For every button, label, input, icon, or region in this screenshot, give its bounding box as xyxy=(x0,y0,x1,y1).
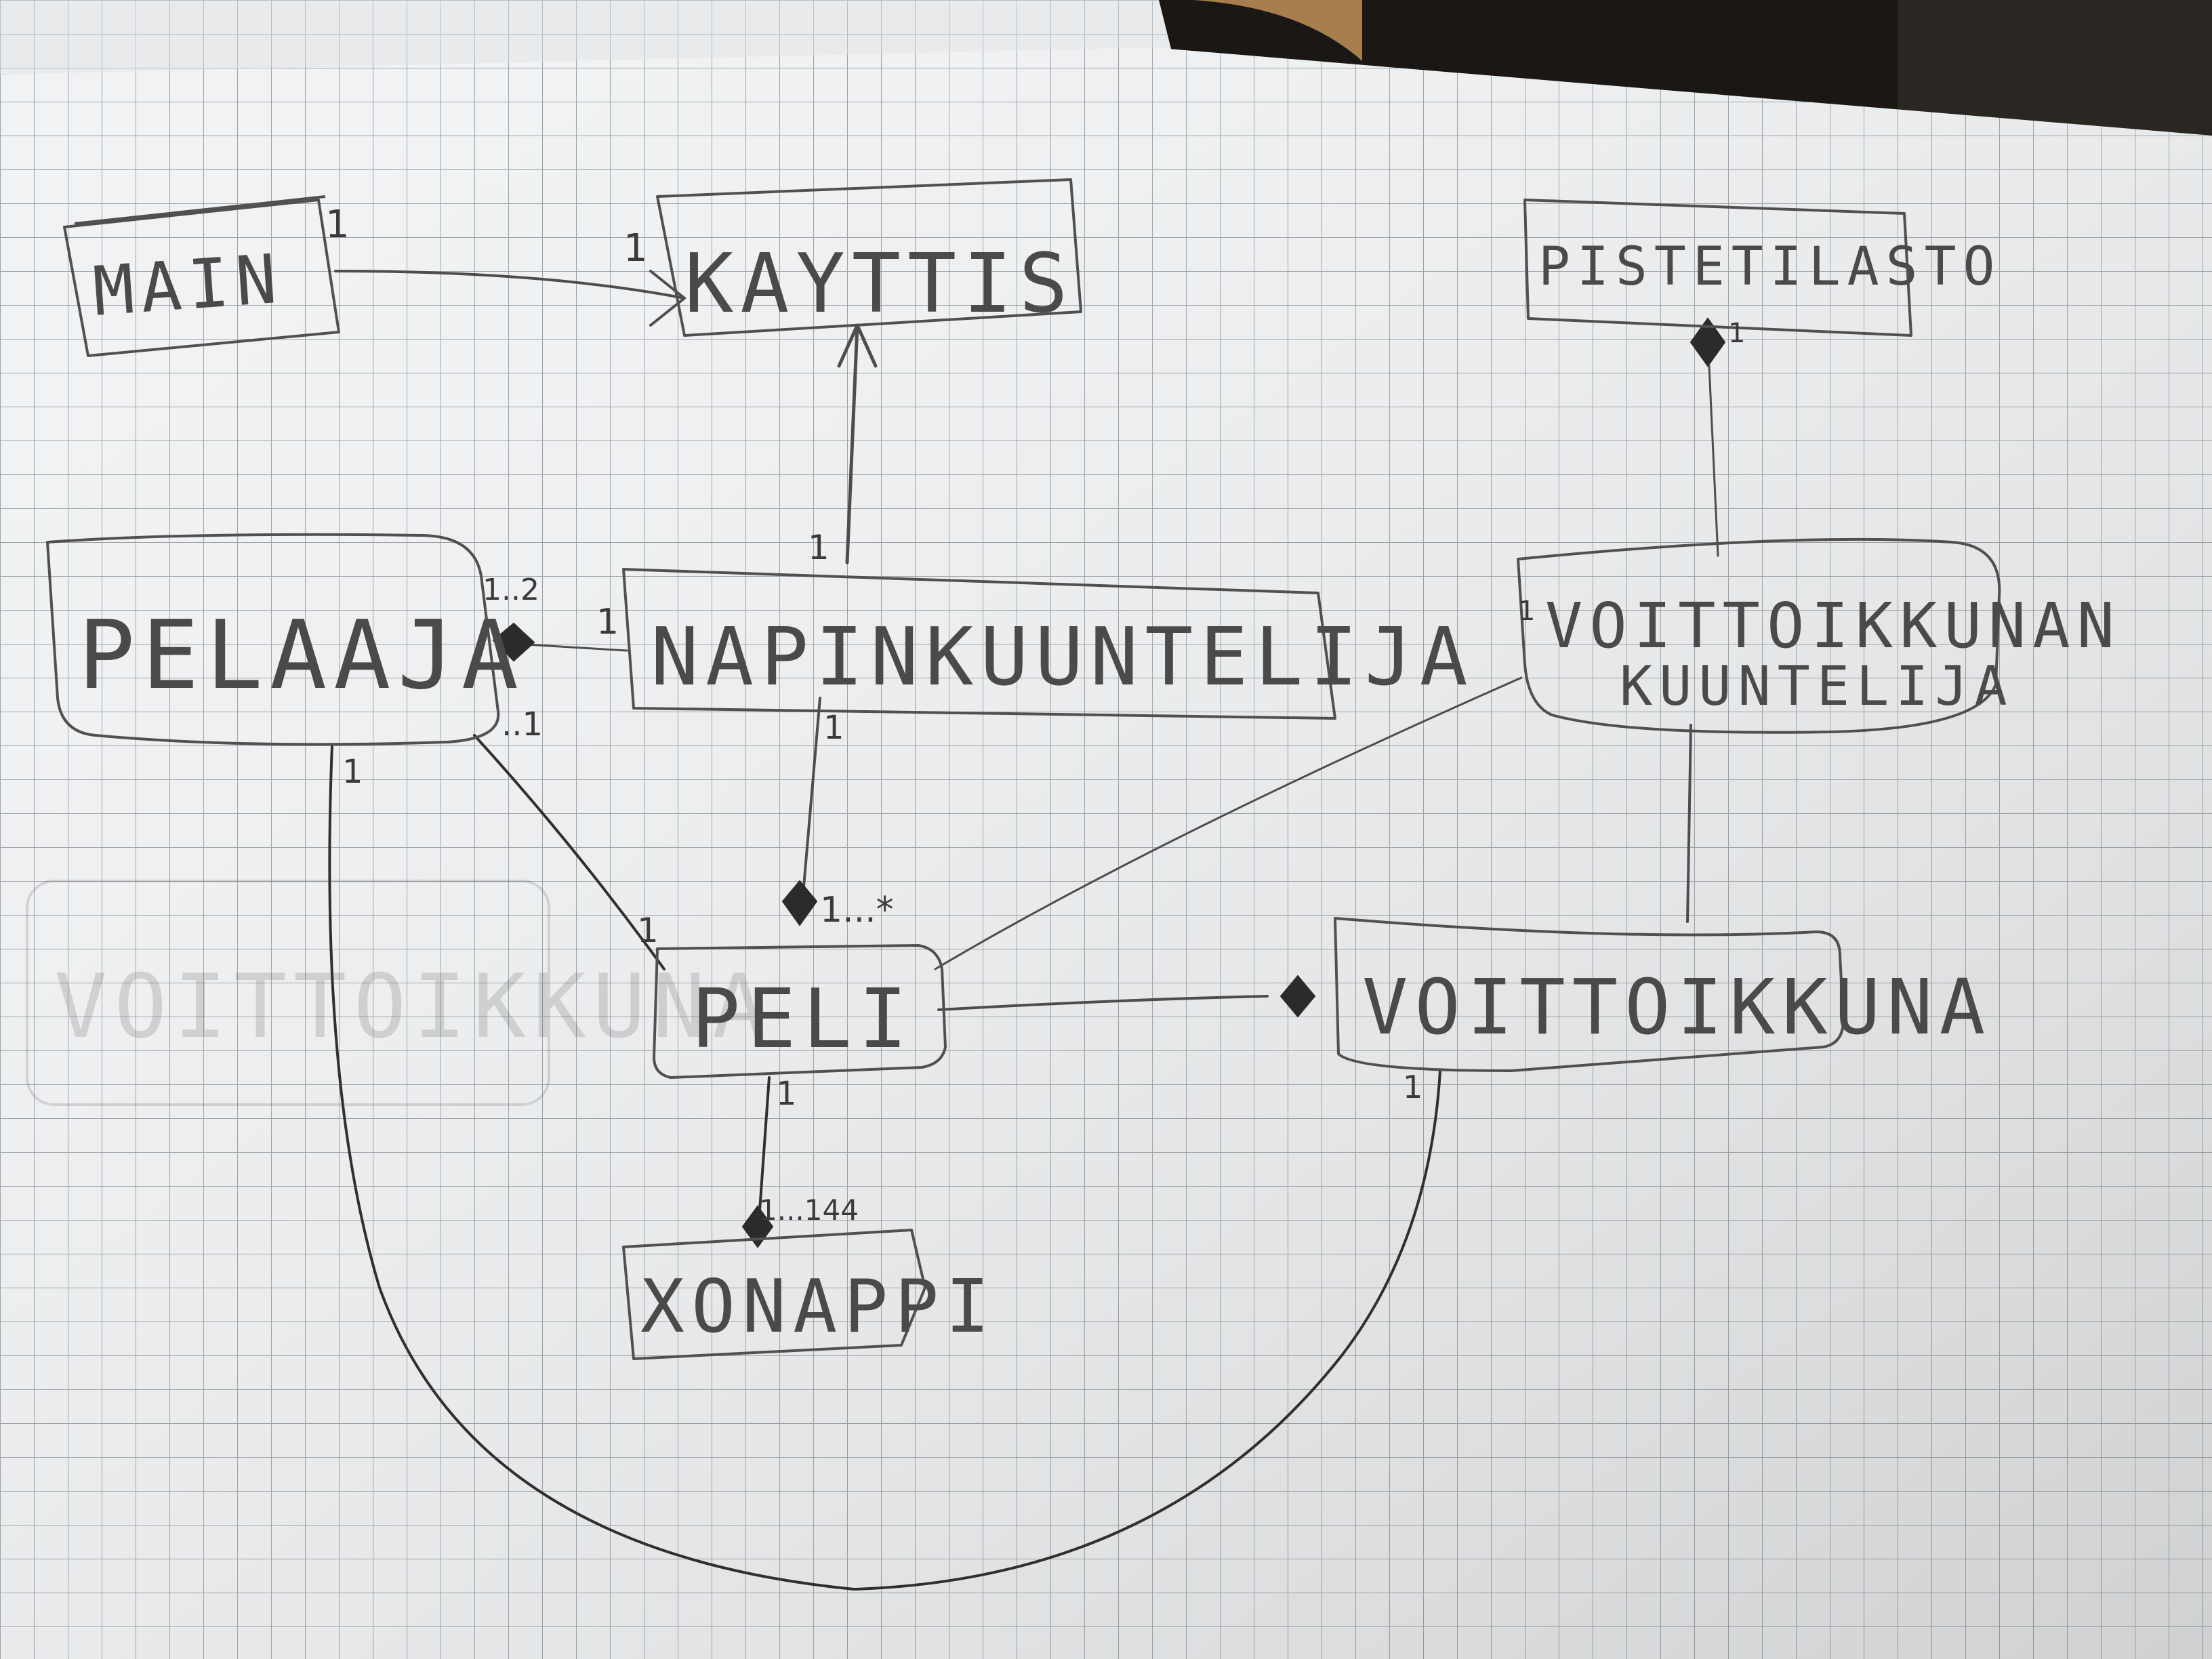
class-voittoikkunan-kuuntelija-line1: VOITTOIKKUNAN xyxy=(1545,590,2121,662)
mult-peli-xonappi-peli: 1 xyxy=(776,1075,797,1113)
kuuntelija-voittoikkuna-line xyxy=(1686,724,1692,923)
mult-pelaaja-peli-pelaaja: ..1 xyxy=(501,705,543,743)
mult-pistetilasto: 1 xyxy=(1728,318,1745,349)
class-xonappi-label: XONAPPI xyxy=(640,1265,996,1349)
kuuntelija-peli-line xyxy=(934,676,1523,970)
mult-kuuntelija-left: 1 xyxy=(1518,596,1535,627)
class-voittoikkunan-kuuntelija-line2: KUUNTELIJA xyxy=(1620,655,2014,718)
main-kayttis-arrowhead xyxy=(649,270,686,327)
mult-pelaaja-napin-pelaaja: 1..2 xyxy=(483,573,539,607)
connections xyxy=(328,270,1726,1591)
peli-voittoikkuna-diamond xyxy=(1279,975,1316,1018)
class-napinkuuntelija: NAPINKUUNTELIJA xyxy=(622,568,1475,720)
mult-peli-xonappi-xonappi: 1...144 xyxy=(759,1193,859,1227)
peli-xonappi-line xyxy=(758,1076,771,1221)
main-kayttis-line xyxy=(334,270,686,300)
class-voittoikkuna: VOITTOIKKUNA xyxy=(1334,917,1992,1072)
class-main-label: MAIN xyxy=(91,239,286,331)
pelaaja-napin-line xyxy=(514,642,628,652)
pelaaja-napin-diamond xyxy=(492,622,535,662)
class-peli: PELI xyxy=(653,944,947,1079)
class-kayttis: KAYTTIS xyxy=(656,178,1082,337)
mult-napin-peli-peli: 1...* xyxy=(820,890,894,930)
class-pelaaja-label: PELAAJA xyxy=(78,600,525,711)
class-napinkuuntelija-label: NAPINKUUNTELIJA xyxy=(651,610,1475,703)
mult-pelaaja-napin-napin: 1 xyxy=(596,602,619,642)
mult-voittoikkuna-curve: 1 xyxy=(1403,1069,1422,1105)
pelaaja-peli-line xyxy=(473,734,665,970)
graph-paper xyxy=(0,47,2212,1659)
pistetilasto-diamond xyxy=(1689,317,1726,367)
erased-label: VOITTOIKKUNA xyxy=(54,955,772,1058)
classes: MAIN KAYTTIS PISTETILASTO PELAAJA NAPINK… xyxy=(46,178,2121,1360)
class-xonappi: XONAPPI xyxy=(622,1229,996,1360)
peli-xonappi-diamond xyxy=(741,1205,774,1248)
pistetilasto-kuuntelija-line xyxy=(1708,365,1719,557)
erased-box: VOITTOIKKUNA xyxy=(26,880,772,1106)
napin-peli-line xyxy=(802,697,821,896)
mult-main-kayttis-main: 1 xyxy=(325,203,350,247)
mult-main-kayttis-kayttis: 1 xyxy=(623,226,648,270)
class-peli-label: PELI xyxy=(691,972,914,1067)
pelaaja-voittoikkuna-curve xyxy=(328,744,1441,1591)
mult-napin-kayttis: 1 xyxy=(808,528,830,567)
class-kayttis-label: KAYTTIS xyxy=(684,237,1075,331)
napin-peli-diamond xyxy=(781,880,818,926)
class-voittoikkuna-label: VOITTOIKKUNA xyxy=(1362,964,1992,1052)
napin-kayttis-line xyxy=(845,323,859,565)
class-main: MAIN xyxy=(63,195,340,357)
mult-napin-peli-napin: 1 xyxy=(823,709,844,747)
multiplicities: 1 1 1 1..2 1 ..1 1 1 1 1...* 1 1...144 1… xyxy=(325,203,1745,1227)
mult-pelaaja-peli-peli: 1 xyxy=(637,911,659,950)
class-pistetilasto: PISTETILASTO xyxy=(1523,199,2002,337)
class-voittoikkunan-kuuntelija: VOITTOIKKUNAN KUUNTELIJA xyxy=(1517,537,2121,734)
mult-pelaaja-curve: 1 xyxy=(342,753,363,791)
class-pistetilasto-label: PISTETILASTO xyxy=(1538,237,2002,298)
peli-voittoikkuna-line xyxy=(937,995,1269,1011)
class-pelaaja: PELAAJA xyxy=(46,533,525,746)
